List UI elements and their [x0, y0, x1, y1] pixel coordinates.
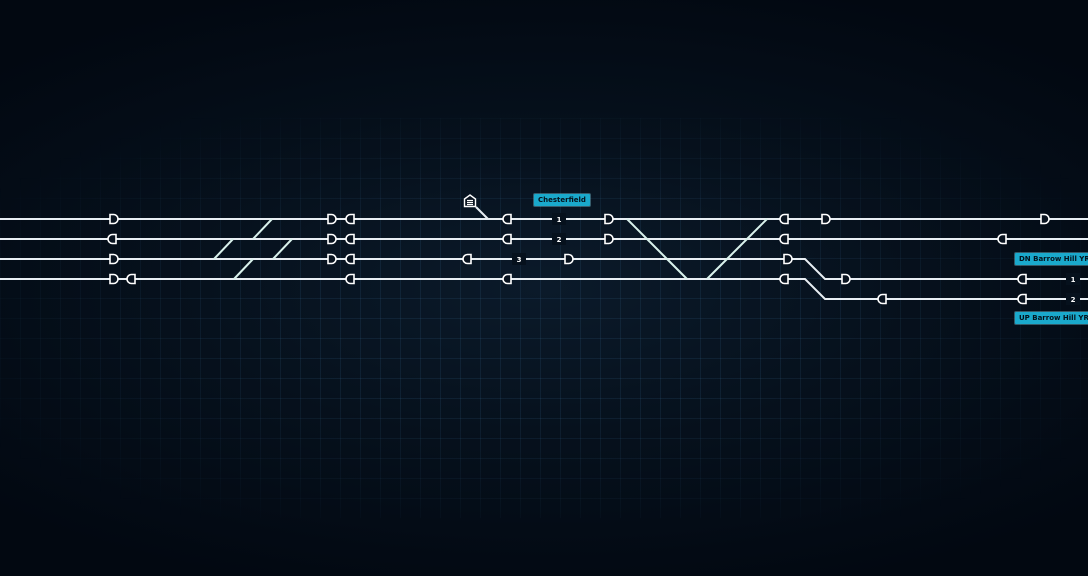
signal-icon[interactable] — [502, 233, 512, 245]
up-route-label[interactable]: UP Barrow Hill YRDS — [1015, 312, 1088, 324]
station-icon[interactable] — [462, 193, 478, 209]
crossover[interactable] — [726, 238, 748, 260]
crossovers — [213, 218, 768, 280]
track-4-branch[interactable] — [785, 278, 1088, 300]
station-icon-leader — [475, 206, 489, 220]
track-3-branch[interactable] — [785, 258, 1088, 280]
crossover[interactable] — [706, 258, 728, 280]
signal-icon[interactable] — [327, 253, 337, 265]
track-lines — [0, 206, 1088, 300]
signal-icon[interactable] — [327, 233, 337, 245]
crossover[interactable] — [213, 238, 234, 260]
signal-icon[interactable] — [1017, 293, 1027, 305]
signal-icon[interactable] — [564, 253, 574, 265]
crossover[interactable] — [272, 238, 293, 260]
crossover[interactable] — [233, 258, 254, 280]
crossover[interactable] — [646, 238, 668, 260]
signal-icon[interactable] — [126, 273, 136, 285]
signal-icon[interactable] — [345, 273, 355, 285]
signal-icon[interactable] — [604, 233, 614, 245]
signal-icon[interactable] — [345, 253, 355, 265]
crossover[interactable] — [252, 218, 273, 240]
signal-icon[interactable] — [779, 213, 789, 225]
signal-icon[interactable] — [345, 233, 355, 245]
signal-icon[interactable] — [841, 273, 851, 285]
signal-icon[interactable] — [109, 213, 119, 225]
signal-icon[interactable] — [783, 253, 793, 265]
station-label[interactable]: Chesterfield — [534, 194, 590, 206]
signal-icon[interactable] — [821, 213, 831, 225]
crossover[interactable] — [746, 218, 768, 240]
crossover[interactable] — [666, 258, 688, 280]
platform-number[interactable]: 1 — [557, 216, 562, 224]
platform-numbers: 1 2 3 1 2 — [512, 213, 1080, 305]
signal-icon[interactable] — [327, 213, 337, 225]
signal-icon[interactable] — [779, 273, 789, 285]
platform-number[interactable]: 3 — [517, 256, 522, 264]
signal-icon[interactable] — [107, 233, 117, 245]
signal-icon[interactable] — [109, 273, 119, 285]
signal-icon[interactable] — [345, 213, 355, 225]
crossover[interactable] — [626, 218, 648, 240]
signal-icon[interactable] — [997, 233, 1007, 245]
platform-number[interactable]: 2 — [557, 236, 562, 244]
route-number[interactable]: 2 — [1071, 296, 1076, 304]
signal-icon[interactable] — [1017, 273, 1027, 285]
signal-icon[interactable] — [109, 253, 119, 265]
signal-icon[interactable] — [877, 293, 887, 305]
signal-icon[interactable] — [462, 253, 472, 265]
down-route-label[interactable]: DN Barrow Hill YRDS — [1015, 253, 1088, 265]
signal-icon[interactable] — [779, 233, 789, 245]
signal-icon[interactable] — [1040, 213, 1050, 225]
signal-icon[interactable] — [502, 213, 512, 225]
route-number[interactable]: 1 — [1071, 276, 1076, 284]
signal-icon[interactable] — [604, 213, 614, 225]
signal-icon[interactable] — [502, 273, 512, 285]
background-grid — [0, 118, 1088, 518]
signals — [107, 213, 1050, 305]
